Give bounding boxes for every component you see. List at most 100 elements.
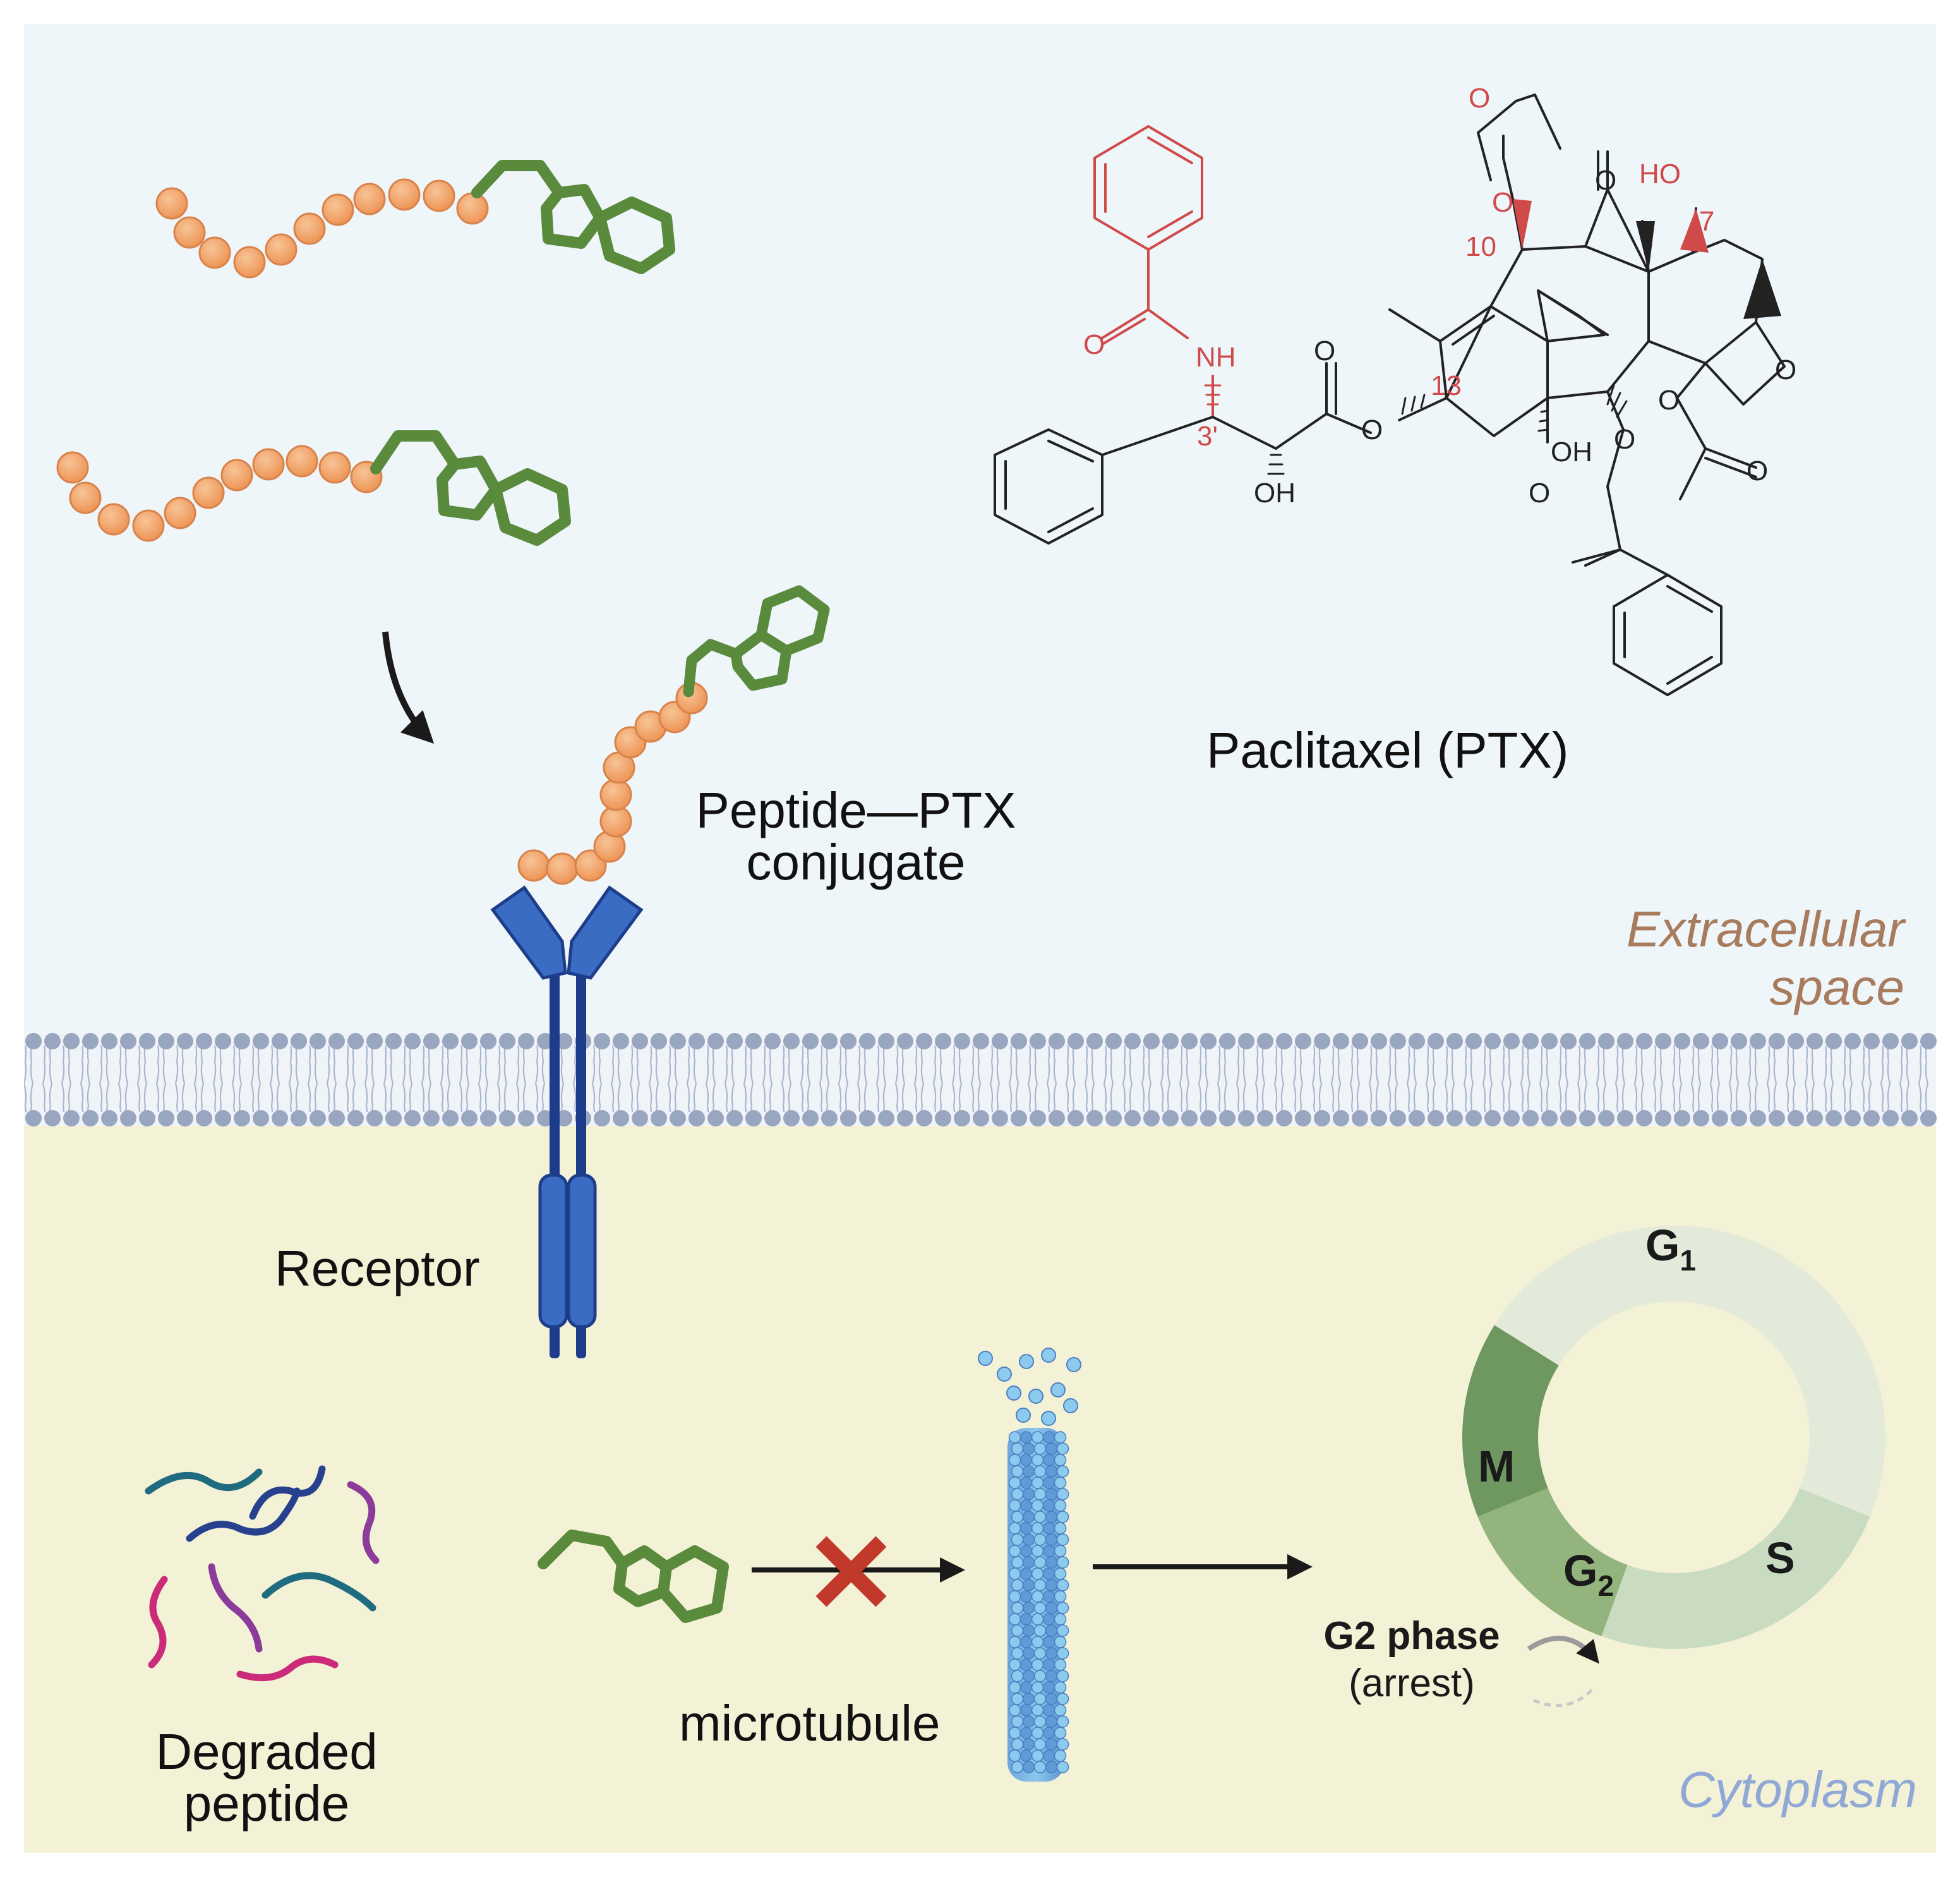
lipid-head — [556, 1033, 572, 1049]
lipid-head — [783, 1033, 800, 1049]
tubulin-subunit — [1022, 1693, 1035, 1705]
lipid-head — [594, 1110, 610, 1126]
lipid-head — [291, 1110, 307, 1126]
lipid-head — [802, 1033, 819, 1049]
lipid-head — [63, 1033, 80, 1049]
tubulin-subunit — [1054, 1476, 1067, 1489]
tubulin-subunit — [1011, 1602, 1024, 1614]
tubulin-subunit — [1045, 1670, 1058, 1682]
lipid-head — [840, 1110, 857, 1126]
lipid-head — [992, 1033, 1008, 1049]
tubulin-subunit — [1042, 1454, 1055, 1466]
tubulin-subunit — [1045, 1624, 1058, 1637]
lipid-head — [120, 1110, 136, 1126]
tubulin-subunit — [1019, 1567, 1033, 1580]
tubulin-subunit — [1022, 1511, 1035, 1523]
lipid-head — [1333, 1110, 1349, 1126]
tubulin-subunit — [1056, 1465, 1069, 1478]
lipid-head — [1693, 1033, 1709, 1049]
mol-o-amide: O — [1083, 329, 1105, 360]
phase-g2-segment — [1477, 1488, 1628, 1636]
lipid-head — [1920, 1110, 1937, 1126]
lipid-head — [1428, 1110, 1444, 1126]
lipid-head — [1541, 1033, 1558, 1049]
lipid-head — [139, 1110, 155, 1126]
tubulin-subunit — [1031, 1636, 1044, 1648]
amino-acid-bead — [293, 212, 326, 245]
lipid-head — [423, 1033, 440, 1049]
extracellular-label-line1: Extracellular — [1626, 901, 1907, 957]
tubulin-subunit — [1054, 1454, 1067, 1466]
microtubule-label: microtubule — [679, 1695, 941, 1751]
lipid-head — [651, 1110, 667, 1126]
tubulin-subunit — [1022, 1488, 1035, 1500]
lipid-head — [1750, 1033, 1766, 1049]
amino-acid-bead — [546, 852, 579, 885]
tubulin-subunit — [1054, 1499, 1067, 1512]
free-tubulin — [1019, 1354, 1034, 1369]
tubulin-subunit — [1054, 1545, 1067, 1557]
free-tubulin — [978, 1351, 993, 1366]
lipid-head — [1484, 1110, 1501, 1126]
tubulin-subunit — [1056, 1556, 1069, 1569]
tubulin-subunit — [1056, 1647, 1069, 1660]
lipid-head — [670, 1033, 686, 1049]
lipid-head — [1371, 1110, 1387, 1126]
lipid-head — [366, 1033, 383, 1049]
lipid-head — [461, 1110, 478, 1126]
tubulin-subunit — [1031, 1522, 1044, 1535]
amino-acid-bead — [322, 193, 354, 226]
phase-g1-segment — [1494, 1225, 1886, 1517]
tubulin-subunit — [1019, 1454, 1033, 1466]
free-tubulin — [1066, 1357, 1081, 1372]
tubulin-subunit — [1019, 1431, 1033, 1444]
free-tubulin — [1016, 1408, 1031, 1423]
lipid-head — [253, 1110, 269, 1126]
amino-acid-bead — [132, 509, 165, 542]
binding-arrow — [382, 631, 435, 744]
lipid-head — [215, 1033, 231, 1049]
mol-c13: 13 — [1431, 370, 1462, 401]
lipid-head — [632, 1033, 648, 1049]
tubulin-subunit — [1008, 1727, 1021, 1739]
tubulin-subunit — [1042, 1522, 1055, 1535]
lipid-head — [1655, 1033, 1671, 1049]
amino-acid-bead — [286, 445, 318, 478]
tubulin-subunit — [1011, 1647, 1024, 1660]
lipid-head — [328, 1033, 345, 1049]
lipid-head — [688, 1033, 705, 1049]
lipid-head — [1522, 1110, 1539, 1126]
lipid-head — [992, 1110, 1008, 1126]
tubulin-subunit — [1045, 1442, 1058, 1455]
tubulin-subunit — [1011, 1533, 1024, 1546]
lipid-head — [1750, 1110, 1766, 1126]
tubulin-subunit — [1042, 1567, 1055, 1580]
lipid-head — [1731, 1110, 1747, 1126]
conjugate-label-line1: Peptide—PTX — [696, 782, 1016, 838]
lipid-head — [25, 1033, 42, 1049]
lipid-head — [82, 1110, 99, 1126]
lipid-head — [499, 1033, 515, 1049]
tubulin-subunit — [1045, 1511, 1058, 1523]
phase-m-segment — [1462, 1325, 1559, 1517]
amino-acid-bead — [388, 178, 421, 211]
tubulin-subunit — [1031, 1704, 1044, 1717]
tubulin-subunit — [1008, 1545, 1021, 1557]
lipid-head — [177, 1110, 193, 1126]
tubulin-subunit — [1022, 1738, 1035, 1751]
tubulin-subunit — [1045, 1533, 1058, 1546]
lipid-head — [783, 1110, 800, 1126]
tubulin-subunit — [1042, 1590, 1055, 1603]
mol-o-benzoate: O — [1614, 424, 1635, 455]
lipid-head — [1465, 1110, 1482, 1126]
paclitaxel-label: Paclitaxel (PTX) — [1206, 722, 1568, 778]
lipid-head — [291, 1033, 307, 1049]
lipid-head — [651, 1033, 667, 1049]
tubulin-subunit — [1054, 1567, 1067, 1580]
tubulin-subunit — [1008, 1499, 1021, 1512]
receptor — [490, 885, 644, 1358]
tubulin-subunit — [1033, 1533, 1047, 1546]
lipid-head — [1882, 1110, 1899, 1126]
tubulin-subunit — [1022, 1647, 1035, 1660]
